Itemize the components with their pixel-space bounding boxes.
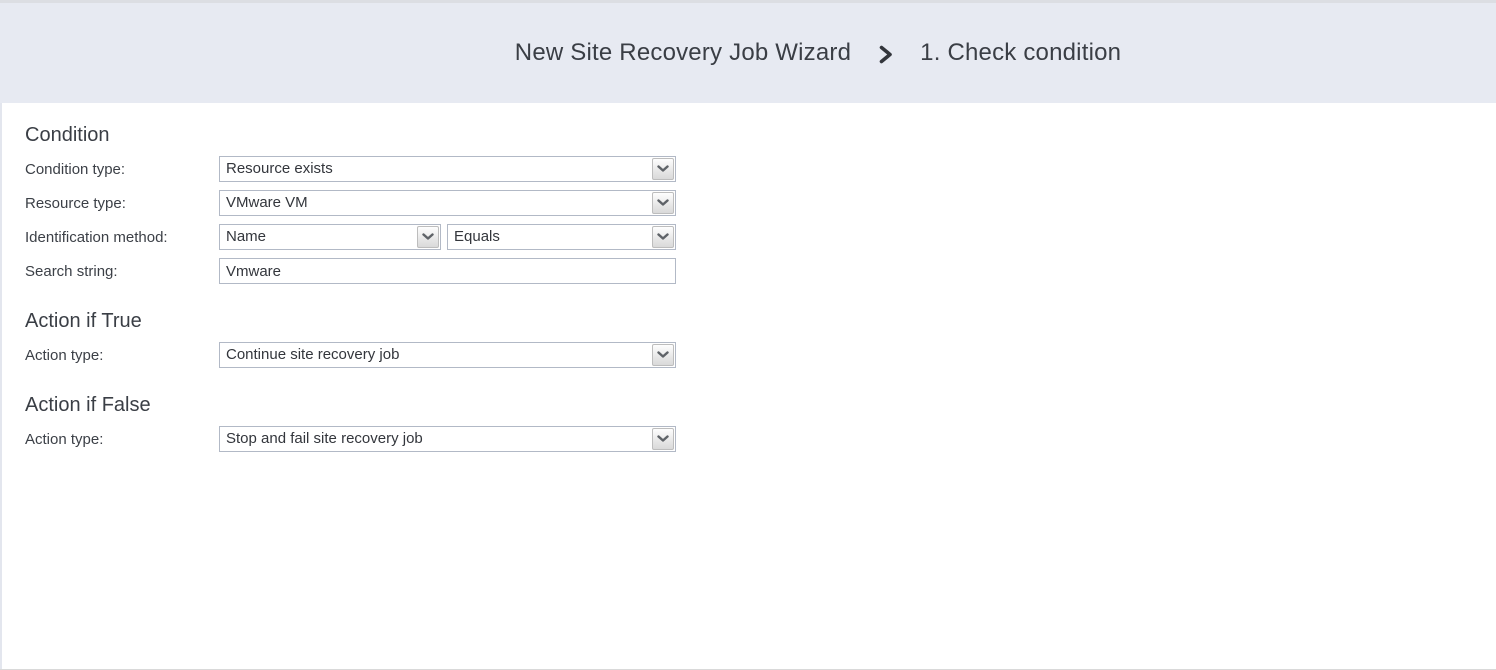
identification-operator-dropdown-button[interactable] xyxy=(652,226,674,248)
resource-type-label: Resource type: xyxy=(25,194,126,212)
chevron-down-icon xyxy=(657,435,669,442)
action-type-true-dropdown[interactable]: Continue site recovery job xyxy=(219,342,676,368)
identification-method-value: Name xyxy=(226,228,267,245)
action-type-false-value: Stop and fail site recovery job xyxy=(226,430,423,447)
identification-method-dropdown[interactable]: Name xyxy=(219,224,441,250)
section-heading-action-if-false: Action if False xyxy=(25,394,151,416)
condition-type-label: Condition type: xyxy=(25,160,126,178)
search-string-input[interactable] xyxy=(219,258,676,284)
condition-type-dropdown[interactable]: Resource exists xyxy=(219,156,676,182)
action-type-true-value: Continue site recovery job xyxy=(226,346,400,363)
resource-type-dropdown-button[interactable] xyxy=(652,192,674,214)
row-action-type-true: Action type: Continue site recovery job xyxy=(25,342,1496,368)
identification-method-label: Identification method: xyxy=(25,228,168,246)
row-condition-type: Condition type: Resource exists xyxy=(25,156,1496,182)
section-condition: Condition Condition type: Resource exist… xyxy=(25,123,1496,284)
condition-type-value: Resource exists xyxy=(226,160,333,177)
wizard-breadcrumb: New Site Recovery Job Wizard 1. Check co… xyxy=(515,39,1121,67)
section-action-if-false: Action if False Action type: Stop and fa… xyxy=(25,393,1496,452)
wizard-step-title: 1. Check condition xyxy=(920,39,1122,66)
identification-operator-value: Equals xyxy=(454,228,500,245)
section-heading-condition: Condition xyxy=(25,124,110,146)
identification-method-dropdown-button[interactable] xyxy=(417,226,439,248)
section-action-if-true: Action if True Action type: Continue sit… xyxy=(25,309,1496,368)
action-type-true-label: Action type: xyxy=(25,346,104,364)
search-string-label: Search string: xyxy=(25,262,118,280)
chevron-down-icon xyxy=(657,233,669,240)
action-type-false-dropdown[interactable]: Stop and fail site recovery job xyxy=(219,426,676,452)
chevron-down-icon xyxy=(657,199,669,206)
action-type-true-dropdown-button[interactable] xyxy=(652,344,674,366)
resource-type-value: VMware VM xyxy=(226,194,308,211)
chevron-down-icon xyxy=(657,351,669,358)
chevron-right-icon xyxy=(877,41,894,65)
row-resource-type: Resource type: VMware VM xyxy=(25,190,1496,216)
wizard-title: New Site Recovery Job Wizard xyxy=(514,39,852,66)
wizard-content: Condition Condition type: Resource exist… xyxy=(0,103,1496,669)
identification-operator-dropdown[interactable]: Equals xyxy=(447,224,676,250)
row-search-string: Search string: xyxy=(25,258,1496,284)
condition-type-dropdown-button[interactable] xyxy=(652,158,674,180)
row-action-type-false: Action type: Stop and fail site recovery… xyxy=(25,426,1496,452)
wizard-header: New Site Recovery Job Wizard 1. Check co… xyxy=(0,0,1496,103)
chevron-down-icon xyxy=(657,165,669,172)
resource-type-dropdown[interactable]: VMware VM xyxy=(219,190,676,216)
action-type-false-label: Action type: xyxy=(25,430,104,448)
chevron-down-icon xyxy=(422,233,434,240)
action-type-false-dropdown-button[interactable] xyxy=(652,428,674,450)
row-identification-method: Identification method: Name Equals xyxy=(25,224,1496,250)
section-heading-action-if-true: Action if True xyxy=(25,310,142,332)
